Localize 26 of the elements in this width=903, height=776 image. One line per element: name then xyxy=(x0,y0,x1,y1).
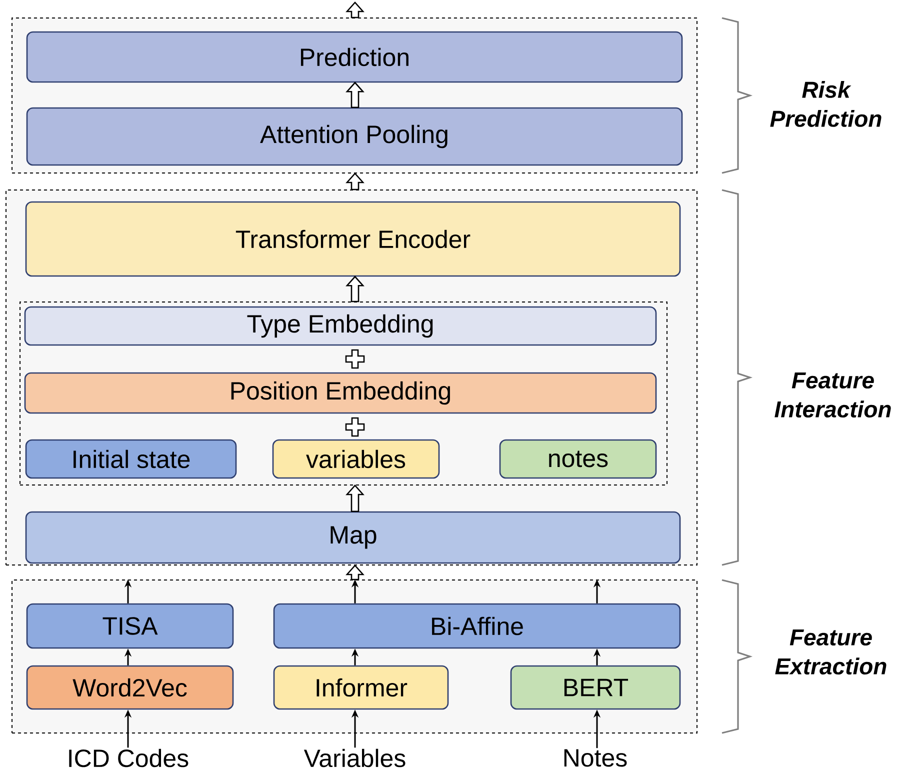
block-arrow xyxy=(346,2,364,18)
process-box: Informer xyxy=(273,665,449,710)
block-arrow xyxy=(346,82,364,108)
block-arrow xyxy=(346,276,364,302)
process-box: variables xyxy=(272,439,440,479)
process-box: Word2Vec xyxy=(26,665,234,710)
process-box: Map xyxy=(25,511,681,564)
block-arrow xyxy=(346,172,364,190)
process-box: BERT xyxy=(510,665,681,710)
process-box: Bi-Affine xyxy=(273,603,681,649)
process-box: Type Embedding xyxy=(24,306,657,346)
process-box: Initial state xyxy=(25,439,237,479)
process-box: Position Embedding xyxy=(24,372,657,414)
process-box: Prediction xyxy=(26,31,683,83)
process-box: notes xyxy=(499,439,657,479)
group-label: Feature Interaction xyxy=(774,372,891,418)
block-arrow xyxy=(346,564,364,580)
block-arrow xyxy=(346,484,364,512)
group-label: Feature Extraction xyxy=(775,629,886,675)
input-label: Notes xyxy=(564,749,627,767)
process-box: Transformer Encoder xyxy=(25,201,681,277)
process-box: Attention Pooling xyxy=(26,107,683,166)
process-box: TISA xyxy=(26,603,234,649)
group-label: Risk Prediction xyxy=(770,81,882,127)
input-label: Variables xyxy=(304,748,406,768)
input-label: ICD Codes xyxy=(69,748,188,768)
